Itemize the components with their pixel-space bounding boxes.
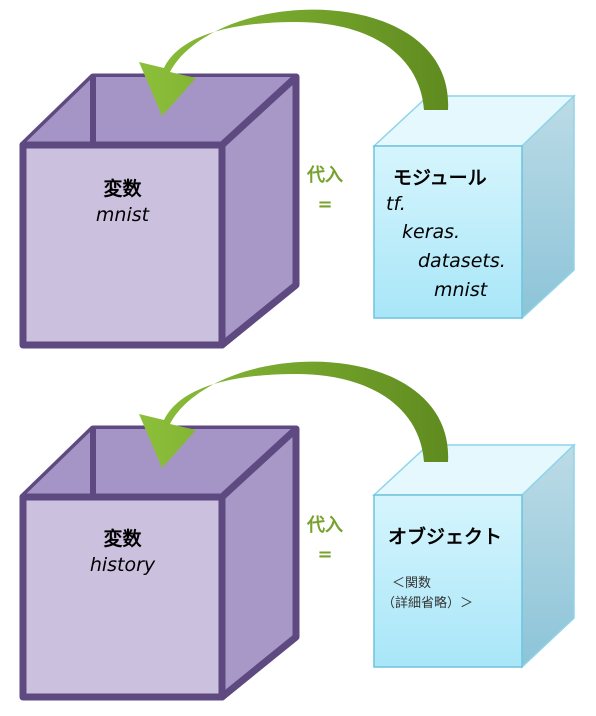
assign-arrow-1 — [139, 9, 449, 116]
object-heading-2: オブジェクト — [388, 526, 503, 548]
assign-symbol-1: = — [317, 194, 333, 215]
module-line-3: datasets. — [418, 250, 506, 272]
variable-name-2: history — [89, 554, 156, 576]
module-line-1: tf. — [386, 193, 406, 215]
object-box-2 — [372, 443, 576, 669]
module-line-4: mnist — [434, 279, 488, 301]
object-line-1: ＜関数 — [392, 576, 432, 591]
assign-word-2: 代入 — [307, 515, 343, 536]
assign-arrow-2 — [139, 361, 449, 468]
assign-word-1: 代入 — [307, 165, 343, 186]
variable-heading-1: 変数 — [103, 178, 142, 200]
variable-heading-2: 変数 — [103, 528, 142, 550]
variable-name-1: mnist — [95, 204, 150, 226]
variable-cube-1 — [19, 73, 300, 349]
object-line-2: （詳細省略）＞ — [382, 596, 474, 611]
variable-cube-2 — [19, 425, 300, 701]
assign-symbol-2: = — [317, 544, 333, 565]
module-box-1 — [372, 94, 576, 320]
module-heading-1: モジュール — [393, 167, 487, 189]
module-line-2: keras. — [402, 221, 461, 243]
